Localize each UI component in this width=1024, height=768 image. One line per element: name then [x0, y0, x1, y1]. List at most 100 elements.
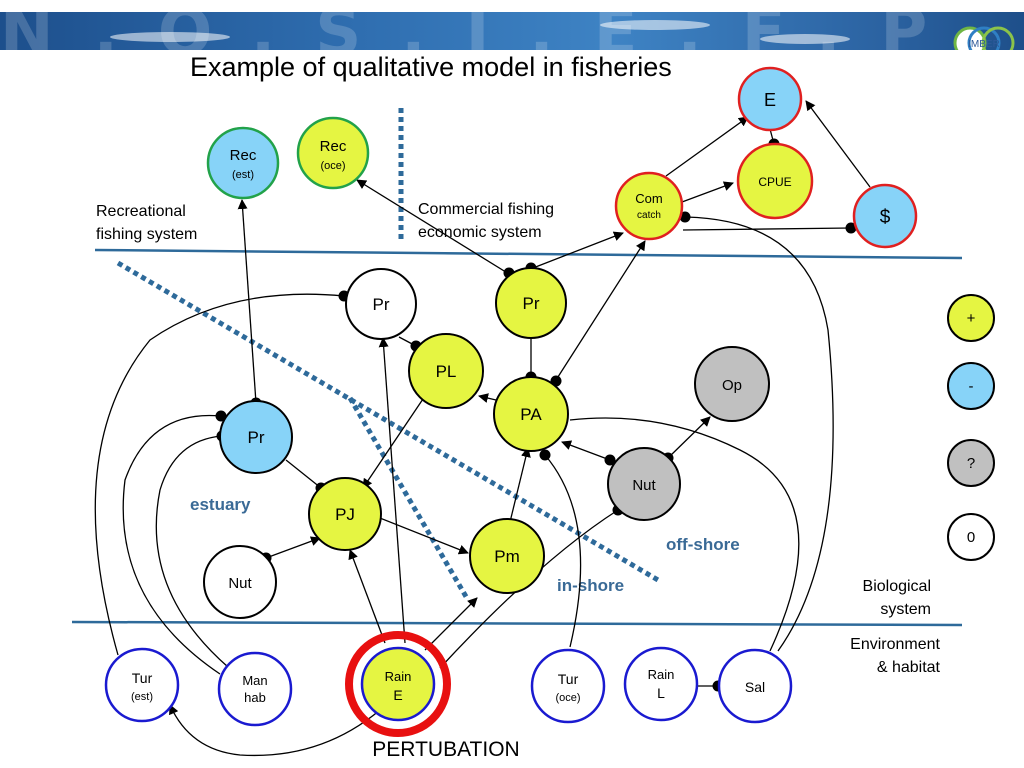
- edge-nut-off-to-pa: [561, 440, 611, 461]
- label-inshore: in-shore: [557, 576, 624, 595]
- legend-zero-symbol: 0: [967, 529, 975, 546]
- perturbation-label: PERTUBATION: [372, 738, 519, 761]
- link-dot: [604, 454, 616, 466]
- edge-rain-e-to-pr-top: [378, 337, 406, 644]
- edge-dollar-com-link: [682, 227, 852, 231]
- edge-man-pr-est-link-1: [122, 414, 221, 675]
- label-estuary: estuary: [190, 495, 251, 514]
- node-E: E: [737, 66, 803, 132]
- edge-sal-pa-link: [569, 417, 800, 652]
- label-commercial-2: economic system: [418, 224, 542, 241]
- node-sal: Sal: [717, 648, 793, 724]
- node-pr-est-label: Pr: [248, 428, 265, 447]
- edge-dollar-to-E: [805, 100, 871, 188]
- node-rec-est-label: Rec: [230, 147, 257, 164]
- fish-image: [110, 32, 230, 42]
- legend-negative: -: [947, 362, 995, 410]
- node-pm: Pm: [469, 518, 545, 594]
- node-rain-l-sublabel: L: [657, 685, 665, 701]
- legend-unknown: ?: [947, 439, 995, 487]
- label-environment-1: Environment: [850, 636, 940, 653]
- edge-com-to-E: [665, 116, 749, 177]
- node-rec-oce-sublabel: (oce): [320, 160, 345, 172]
- node-pa: PA: [493, 376, 569, 452]
- node-nut-offshore: Nut: [607, 447, 681, 521]
- node-pl-label: PL: [436, 362, 457, 381]
- node-nut-est-label: Nut: [228, 575, 252, 592]
- node-pj: PJ: [308, 477, 382, 551]
- edge-rain-e-to-pm: [424, 597, 478, 651]
- link-dot: [845, 222, 857, 234]
- node-rec-oce: Rec (oce): [296, 116, 370, 190]
- node-tur-est: Tur (est): [104, 647, 180, 723]
- divider-economic: [94, 248, 963, 260]
- label-environment-2: & habitat: [877, 659, 941, 676]
- edge-pl-to-pj: [362, 395, 426, 489]
- edge-pa-to-pl: [478, 393, 497, 403]
- edge-nut-est-to-pj: [265, 536, 321, 559]
- node-sal-label: Sal: [745, 679, 765, 695]
- node-cpue: CPUE: [736, 142, 814, 220]
- edge-pr-off-to-com: [532, 231, 624, 269]
- node-cpue-label: CPUE: [758, 175, 791, 189]
- node-pr-offshore: Pr: [495, 267, 567, 339]
- node-pm-label: Pm: [494, 547, 520, 566]
- node-dollar: $: [852, 183, 918, 249]
- node-tur-oce-label: Tur: [558, 671, 579, 687]
- edge-tur-est-pr-top-link: [94, 293, 345, 656]
- label-recreational-2: fishing system: [96, 226, 197, 243]
- edge-sal-com-link: [685, 216, 834, 652]
- legend: + - ? 0: [947, 294, 995, 561]
- edge-pr-est-pj-link: [285, 459, 322, 489]
- node-tur-oce-sublabel: (oce): [555, 692, 580, 704]
- label-commercial-1: Commercial fishing: [418, 201, 554, 218]
- legend-positive: +: [947, 294, 995, 342]
- node-pl: PL: [408, 333, 484, 409]
- edge-pa-to-com: [555, 240, 646, 381]
- label-recreational-1: Recreational: [96, 203, 186, 220]
- node-rain-e-sublabel: E: [393, 687, 402, 703]
- edge-nut-off-to-op: [667, 416, 711, 459]
- node-tur-est-sublabel: (est): [131, 691, 153, 703]
- node-man-hab: Man hab: [217, 651, 293, 727]
- node-pr-top-label: Pr: [373, 295, 390, 314]
- edge-man-pr-est-link-2: [155, 435, 229, 668]
- legend-zero: 0: [947, 513, 995, 561]
- edge-pr-est-to-rec-est: [237, 199, 257, 404]
- node-rec-oce-label: Rec: [320, 138, 347, 155]
- link-dot: [539, 449, 551, 461]
- logo-text: IMBER: [968, 39, 1000, 50]
- legend-negative-symbol: -: [969, 378, 974, 395]
- node-man-label: Man: [242, 673, 267, 688]
- imber-logo: IMBER: [953, 26, 1015, 50]
- edge-pr-off-to-rec-oce: [356, 179, 510, 275]
- node-dollar-label: $: [880, 207, 891, 228]
- node-rec-est-sublabel: (est): [232, 169, 254, 181]
- node-rain-l-label: Rain: [648, 667, 675, 682]
- node-pr-top: Pr: [345, 268, 417, 340]
- header-banner: N.O.S.I.E.F.P. IMBER: [0, 12, 1024, 50]
- label-biological-2: system: [880, 601, 931, 618]
- node-tur-oce: Tur (oce): [530, 648, 606, 724]
- node-tur-est-label: Tur: [132, 670, 153, 686]
- fish-image: [600, 20, 710, 30]
- label-offshore: off-shore: [666, 535, 740, 554]
- edge-rain-e-to-pj: [348, 549, 386, 644]
- link-dot: [679, 211, 691, 223]
- node-man-sublabel: hab: [244, 690, 266, 705]
- page-title: Example of qualitative model in fisherie…: [190, 52, 672, 82]
- node-pr-estuary: Pr: [219, 400, 293, 474]
- node-rain-e-label: Rain: [385, 669, 412, 684]
- node-pa-label: PA: [520, 405, 542, 424]
- node-E-label: E: [764, 90, 776, 110]
- dotted-divider-inshore: [347, 396, 471, 602]
- link-dot: [215, 410, 227, 422]
- legend-positive-symbol: +: [967, 310, 976, 327]
- fish-image: [760, 34, 850, 44]
- node-com-label: Com: [635, 191, 662, 206]
- edge-pm-to-pa: [509, 447, 531, 523]
